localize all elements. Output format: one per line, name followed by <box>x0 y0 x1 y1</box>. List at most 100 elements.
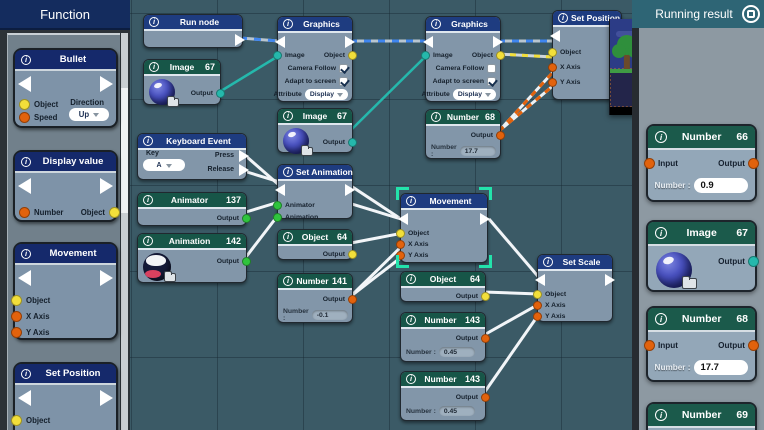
flow-in-arrow[interactable] <box>18 390 31 406</box>
info-icon[interactable]: i <box>431 19 441 29</box>
object-port[interactable] <box>533 290 542 299</box>
output-port[interactable] <box>481 334 490 343</box>
info-icon[interactable]: i <box>283 111 293 121</box>
info-icon[interactable]: i <box>655 131 667 143</box>
output-port[interactable] <box>748 158 759 169</box>
speed-port[interactable] <box>19 112 30 123</box>
flow-out-arrow[interactable] <box>100 76 113 92</box>
output-port[interactable] <box>348 138 357 147</box>
info-icon[interactable]: i <box>21 54 31 65</box>
info-icon[interactable]: i <box>655 227 667 239</box>
info-icon[interactable]: i <box>406 374 416 384</box>
object-port[interactable] <box>396 229 405 238</box>
info-icon[interactable]: i <box>283 167 293 177</box>
key-dropdown[interactable]: A <box>143 159 185 171</box>
image-thumbnail[interactable] <box>283 128 313 156</box>
attribute-dropdown[interactable]: Display <box>452 89 496 100</box>
flow-in-arrow[interactable] <box>18 76 31 92</box>
folder-icon[interactable] <box>164 271 176 282</box>
output-port[interactable] <box>348 250 357 259</box>
object-port[interactable] <box>348 51 357 60</box>
flow-in-arrow[interactable] <box>398 212 408 225</box>
number-input[interactable] <box>694 178 749 193</box>
flow-out-arrow[interactable] <box>605 273 615 286</box>
animator-port[interactable] <box>273 201 282 210</box>
output-port[interactable] <box>748 340 759 351</box>
flow-out-arrow[interactable] <box>345 183 355 196</box>
release-out-arrow[interactable] <box>239 164 249 176</box>
object-port[interactable] <box>548 48 557 57</box>
info-icon[interactable]: i <box>21 368 31 379</box>
output-port[interactable] <box>242 214 251 223</box>
number-value-field[interactable]: -0.1 <box>311 310 348 320</box>
flow-out-arrow[interactable] <box>345 35 355 48</box>
output-port[interactable] <box>748 256 759 267</box>
info-icon[interactable]: i <box>21 248 31 259</box>
y-axis-port[interactable] <box>548 78 557 87</box>
object-port[interactable] <box>496 51 505 60</box>
info-icon[interactable]: i <box>21 156 31 167</box>
output-port[interactable] <box>348 295 357 304</box>
output-port[interactable] <box>481 393 490 402</box>
info-icon[interactable]: i <box>149 62 159 72</box>
info-icon[interactable]: i <box>543 257 553 267</box>
flow-out-arrow[interactable] <box>100 270 113 286</box>
info-icon[interactable]: i <box>283 19 293 29</box>
flow-in-arrow[interactable] <box>275 35 285 48</box>
flow-out-arrow[interactable] <box>100 390 113 406</box>
flow-in-arrow[interactable] <box>535 273 545 286</box>
input-port[interactable] <box>644 340 655 351</box>
animation-port[interactable] <box>273 213 282 222</box>
scrollbar-track[interactable] <box>121 33 128 430</box>
camera-follow-checkbox[interactable] <box>487 64 496 73</box>
output-port[interactable] <box>242 257 251 266</box>
flow-out-arrow[interactable] <box>235 33 245 46</box>
info-icon[interactable]: i <box>283 276 293 286</box>
y-axis-port[interactable] <box>533 312 542 321</box>
info-icon[interactable]: i <box>655 409 667 421</box>
folder-icon[interactable] <box>301 145 313 156</box>
info-icon[interactable]: i <box>143 236 153 246</box>
flow-in-arrow[interactable] <box>18 178 31 194</box>
x-axis-port[interactable] <box>533 301 542 310</box>
info-icon[interactable]: i <box>655 313 667 325</box>
number-value-field[interactable]: 17.7 <box>459 146 496 156</box>
image-port[interactable] <box>273 51 282 60</box>
flow-in-arrow[interactable] <box>275 183 285 196</box>
info-icon[interactable]: i <box>149 17 159 27</box>
direction-dropdown[interactable]: Up <box>69 108 109 121</box>
info-icon[interactable]: i <box>406 196 416 206</box>
folder-icon[interactable] <box>167 96 179 107</box>
number-port[interactable] <box>19 207 30 218</box>
y-axis-port[interactable] <box>11 327 22 338</box>
x-axis-port[interactable] <box>11 311 22 322</box>
info-icon[interactable]: i <box>406 274 416 284</box>
folder-icon[interactable] <box>682 276 697 289</box>
image-thumbnail[interactable] <box>656 252 697 289</box>
attribute-dropdown[interactable]: Display <box>304 89 348 100</box>
number-value-field[interactable]: 0.45 <box>438 406 475 416</box>
y-axis-port[interactable] <box>396 251 405 260</box>
info-icon[interactable]: i <box>143 195 153 205</box>
object-port[interactable] <box>11 415 22 426</box>
input-port[interactable] <box>644 158 655 169</box>
